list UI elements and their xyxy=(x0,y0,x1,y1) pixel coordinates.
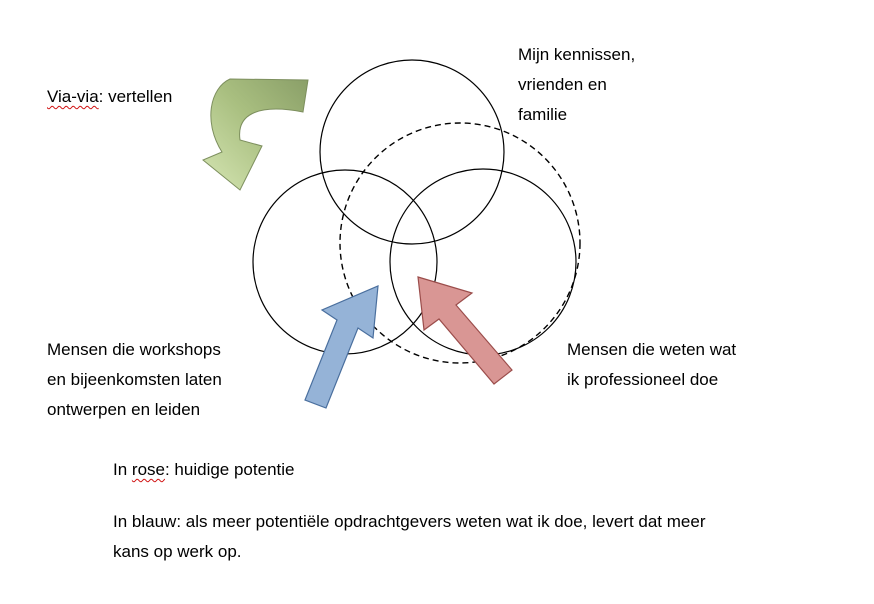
label-workshops-line: ontwerpen en leiden xyxy=(47,400,201,419)
circle-professioneel xyxy=(389,168,577,356)
note-blauw-line: In blauw: als meer potentiële opdrachtge… xyxy=(113,512,706,531)
circle-kennissen xyxy=(319,59,505,245)
label-professioneel: Mensen die weten wat ik professioneel do… xyxy=(567,335,736,395)
label-kennissen-line: vrienden en xyxy=(518,75,607,94)
curved-arrow-icon xyxy=(202,78,309,191)
label-kennissen-line: Mijn kennissen, xyxy=(518,45,636,64)
arrow-up-left-icon xyxy=(417,276,513,385)
label-kennissen-line: familie xyxy=(518,105,568,124)
label-via-via: Via-via: vertellen xyxy=(47,82,172,112)
via-via-word: Via-via xyxy=(47,87,99,106)
label-workshops: Mensen die workshops en bijeenkomsten la… xyxy=(47,335,222,425)
via-via-rest: : vertellen xyxy=(98,87,173,106)
arrow-up-right-icon xyxy=(304,285,379,409)
label-professioneel-line: ik professioneel doe xyxy=(567,370,719,389)
circle-potential-dashed xyxy=(339,122,581,364)
note-rose-word: rose xyxy=(131,460,165,479)
label-professioneel-line: Mensen die weten wat xyxy=(567,340,737,359)
label-workshops-line: Mensen die workshops xyxy=(47,340,221,359)
note-rose-prefix: In xyxy=(113,460,132,479)
note-blauw: In blauw: als meer potentiële opdrachtge… xyxy=(113,507,706,567)
label-workshops-line: en bijeenkomsten laten xyxy=(47,370,222,389)
note-rose: In rose: huidige potentie xyxy=(113,455,294,485)
note-blauw-line: kans op werk op. xyxy=(113,542,242,561)
note-rose-rest: : huidige potentie xyxy=(164,460,295,479)
label-kennissen: Mijn kennissen, vrienden en familie xyxy=(518,40,635,130)
